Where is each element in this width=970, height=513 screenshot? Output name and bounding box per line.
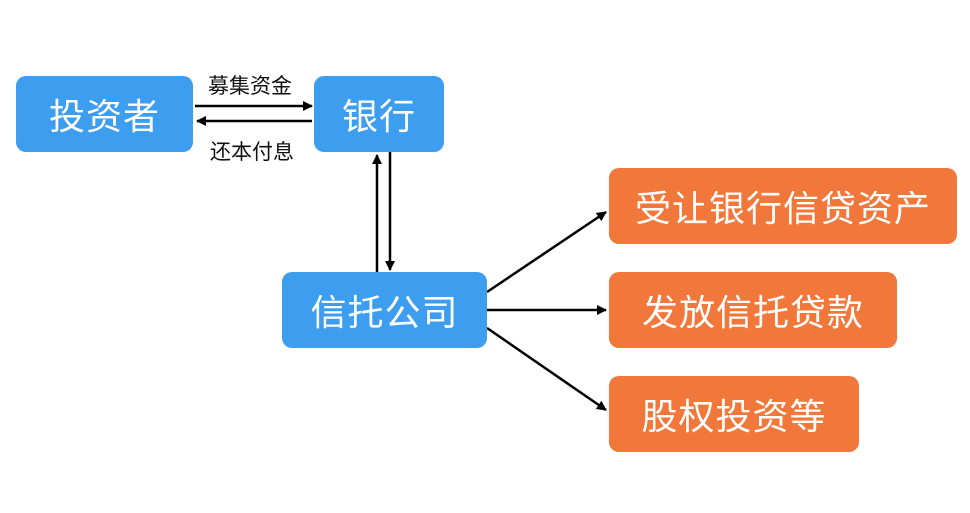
- trust-company-label: 信托公司: [310, 293, 459, 334]
- output-label: 发放信托贷款: [641, 293, 864, 334]
- edge-label-repay-interest: 还本付息: [210, 140, 294, 164]
- output-node-equity-investment: 股权投资等: [609, 376, 859, 452]
- edge-label-raise-funds: 募集资金: [208, 74, 292, 98]
- bank-label: 银行: [341, 97, 416, 138]
- bank-node: 银行: [314, 76, 444, 152]
- output-node-bank-credit-assets: 受让银行信贷资产: [609, 168, 957, 244]
- output-label: 受让银行信贷资产: [634, 189, 931, 230]
- investor-label: 投资者: [48, 97, 160, 138]
- trust-company-node: 信托公司: [282, 272, 487, 348]
- arrow-trust-to-output-1: [486, 210, 607, 294]
- output-label: 股权投资等: [641, 397, 827, 438]
- investor-node: 投资者: [16, 76, 193, 152]
- arrow-trust-to-output-3: [486, 326, 607, 412]
- output-node-trust-loans: 发放信托贷款: [609, 272, 897, 348]
